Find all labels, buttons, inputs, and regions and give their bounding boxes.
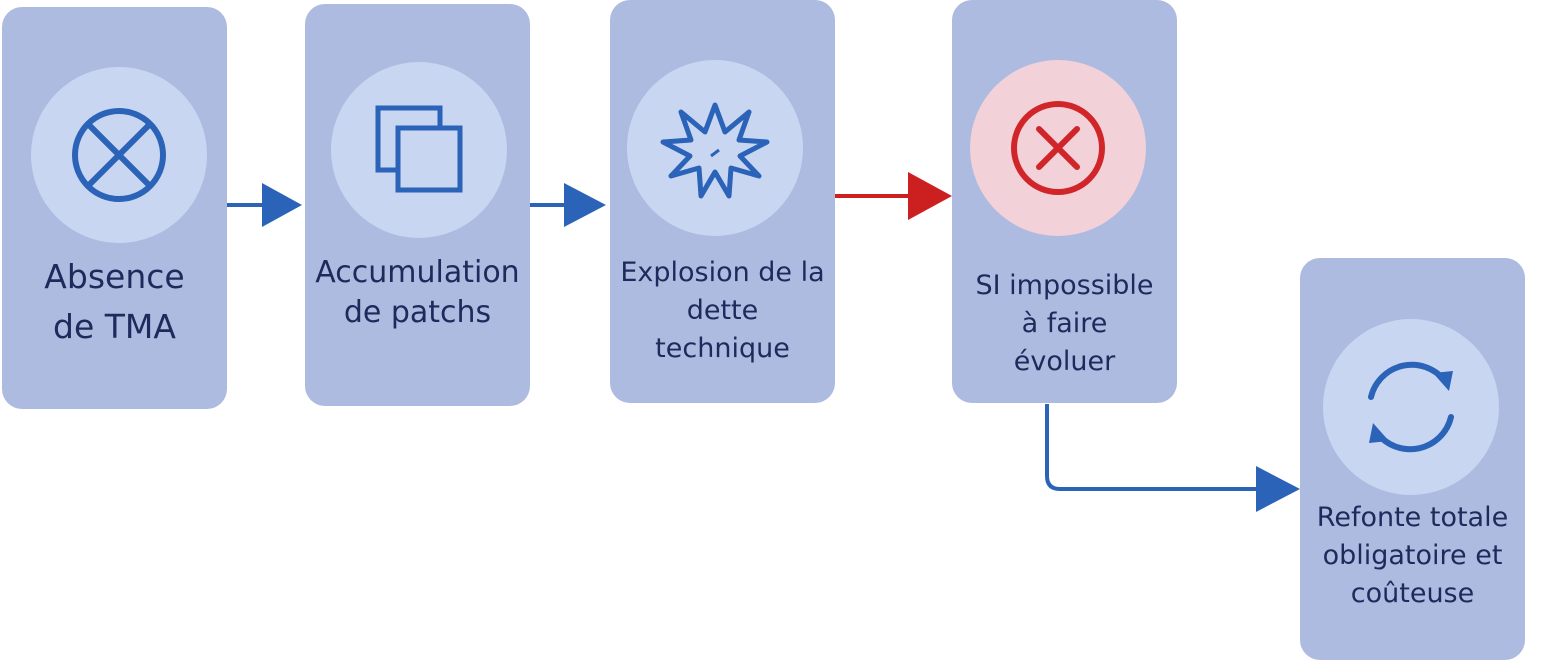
step-label: Explosion de la dette technique [620, 257, 825, 364]
step-card-refonte-totale: Refonte totale obligatoire et coûteuse [1300, 258, 1525, 660]
step-label: SI impossible à faire évoluer [975, 270, 1154, 377]
arrow-3-to-4 [835, 172, 952, 220]
icon-circle [31, 67, 207, 243]
step-label: Refonte totale obligatoire et coûteuse [1316, 502, 1509, 609]
step-card-absence-tma: Absence de TMA [2, 7, 227, 409]
error-x-icon [1011, 101, 1105, 195]
copy-icon [375, 105, 463, 193]
arrow-2-to-3 [530, 183, 606, 227]
icon-circle [1323, 319, 1499, 495]
step-label: Absence de TMA [44, 257, 185, 346]
refresh-icon [1368, 361, 1454, 453]
arrow-4-to-5 [1045, 404, 1300, 512]
icon-circle [627, 60, 803, 236]
step-label: Accumulation de patchs [315, 255, 520, 330]
step-card-explosion-dette: Explosion de la dette technique [610, 0, 835, 403]
arrow-1-to-2 [227, 183, 302, 227]
explosion-icon [660, 102, 770, 199]
step-card-accumulation-patchs: Accumulation de patchs [305, 4, 530, 406]
icon-circle-alert [970, 60, 1146, 236]
circle-cross-icon [72, 108, 166, 202]
icon-circle [331, 62, 507, 238]
step-card-si-impossible: SI impossible à faire évoluer [952, 0, 1177, 403]
